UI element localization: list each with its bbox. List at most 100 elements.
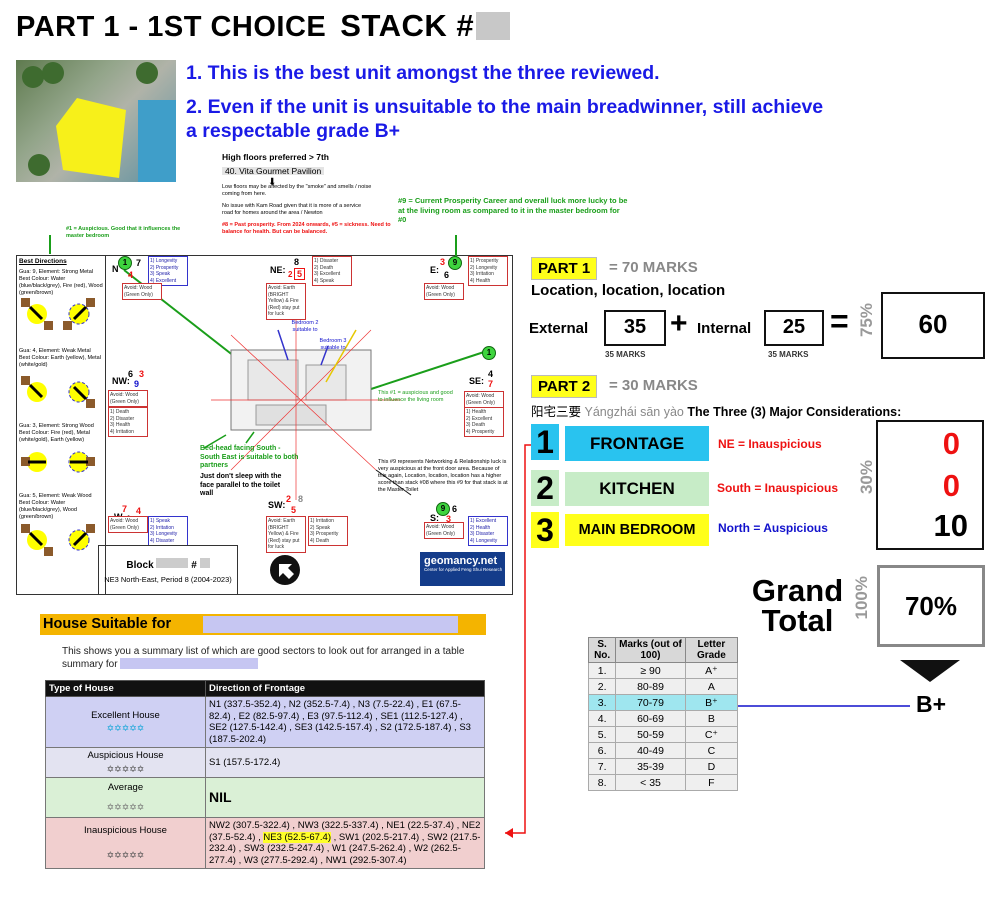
best-direction-2: Gua: 4, Element: Weak Metal Best Colour:… bbox=[19, 348, 101, 368]
column-header: Marks (out of 100) bbox=[615, 637, 686, 663]
part2-percent: 30% bbox=[857, 460, 876, 495]
sector-n-c: 4 bbox=[128, 270, 134, 280]
summary-point-2: 2. Even if the unit is unsuitable to the… bbox=[186, 96, 824, 142]
sector-sw-label: SW: bbox=[268, 500, 286, 510]
grade-cell: 35-39 bbox=[615, 758, 686, 775]
bedroom-score: 10 bbox=[933, 508, 968, 543]
sector-ne-label: NE: bbox=[270, 265, 286, 275]
grade-cell: 70-79 bbox=[615, 694, 686, 711]
grade-cell: B⁺ bbox=[684, 694, 739, 711]
chair-orientation-icon bbox=[68, 451, 95, 473]
table-row: Inauspicious House✡✡✡✡✡ NW2 (307.5-322.4… bbox=[45, 817, 485, 869]
star-rating-icon: ✡✡✡✡✡ bbox=[106, 763, 145, 774]
sector-ne-c: 2 bbox=[288, 270, 293, 279]
sector-ne-a: 8 bbox=[294, 257, 300, 267]
sector-nw-c: 9 bbox=[134, 379, 140, 389]
factor-main-bedroom: MAIN BEDROOM bbox=[565, 514, 709, 546]
sector-s-star: 9 bbox=[436, 502, 450, 516]
grade-cell: 80-89 bbox=[615, 678, 686, 695]
factor-1-number: 1 bbox=[531, 424, 559, 460]
grade-cell: C⁺ bbox=[684, 726, 739, 743]
best-directions-panel: Best Directions Gua: 9, Element: Strong … bbox=[16, 255, 106, 595]
grade-cell: 8. bbox=[587, 774, 617, 791]
bedhead-note: Bed-head facing South - South East is su… bbox=[200, 445, 299, 469]
se-note: This #1 = auspicious and good to influen… bbox=[378, 390, 453, 403]
grade-cell: F bbox=[684, 774, 739, 791]
equals-sign: = bbox=[830, 303, 849, 339]
title-text: PART 1 - 1ST CHOICE bbox=[16, 11, 327, 43]
north-arrow-icon bbox=[270, 555, 300, 585]
low-floors-note: Low floors may be affected by the "smoke… bbox=[222, 184, 372, 197]
sector-w-b: 4 bbox=[136, 506, 142, 516]
sleep-note: Just don't sleep with the face parallel … bbox=[200, 473, 282, 497]
sector-n-star: 1 bbox=[118, 256, 132, 270]
sector-nw-b: 3 bbox=[139, 369, 145, 379]
chair-orientation-icon bbox=[21, 298, 53, 330]
grade-cell: 60-69 bbox=[615, 710, 686, 727]
frontage-score: 0 bbox=[942, 426, 960, 461]
grand-total: 70% bbox=[877, 565, 985, 647]
sector-sw-c: 5 bbox=[291, 505, 297, 515]
star-rating-icon: ✡✡✡✡✡ bbox=[106, 723, 145, 733]
grade-cell: 2. bbox=[587, 678, 617, 695]
column-header: S. No. bbox=[587, 637, 617, 663]
sector-se-star: 1 bbox=[482, 346, 496, 360]
high-floors-note: High floors preferred > 7th bbox=[222, 152, 329, 162]
sector-e-label: E: bbox=[430, 265, 439, 275]
three-considerations-heading: 阳宅三要 Yángzhái sān yào The Three (3) Majo… bbox=[531, 405, 902, 419]
sector-sw-avoid: Avoid: Earth (BRIGHT Yellow) & Fire (Red… bbox=[266, 516, 306, 553]
column-header: Direction of Frontage bbox=[205, 680, 485, 697]
sector-e-a: 3 bbox=[440, 257, 446, 267]
chair-orientation-icon bbox=[21, 376, 47, 402]
star-rating-icon: ✡✡✡✡✡ bbox=[106, 850, 145, 860]
sector-se-c: 7 bbox=[488, 379, 494, 389]
grade-cell: C bbox=[684, 742, 739, 759]
sector-ne-avoid: Avoid: Earth (BRIGHT Yellow) & Fire (Red… bbox=[266, 283, 306, 320]
table-row: Average✡✡✡✡✡ NIL bbox=[45, 777, 485, 818]
house-suitable-header: House Suitable for bbox=[40, 614, 486, 635]
table-row: Excellent House✡✡✡✡✡ N1 (337.5-352.4) , … bbox=[45, 696, 485, 748]
sector-ne-b: 5 bbox=[294, 268, 306, 280]
grade-cell: 5. bbox=[587, 726, 617, 743]
down-triangle-icon bbox=[900, 660, 960, 682]
sector-e-avoid: Avoid: Wood (Green Only) bbox=[424, 283, 464, 300]
grade-cell: 4. bbox=[587, 710, 617, 727]
best-direction-1: Gua: 9, Element: Strong Metal Best Colou… bbox=[19, 269, 103, 296]
factor-2-number: 2 bbox=[531, 470, 559, 506]
grade-cell: A bbox=[684, 678, 739, 695]
grade-cell: ≥ 90 bbox=[615, 662, 686, 679]
grade-cell: B bbox=[684, 710, 739, 727]
factor-3-number: 3 bbox=[531, 512, 559, 548]
bedroom2-note: Bedroom 2 suitable to bbox=[291, 320, 319, 333]
internal-marks: 35 MARKS bbox=[768, 350, 809, 359]
part2-scores: 0 0 10 bbox=[876, 420, 984, 550]
networking-note: This #9 represents Networking & Relation… bbox=[378, 459, 508, 493]
sector-se-avoid: Avoid: Wood (Green Only) bbox=[464, 391, 504, 408]
block-sub: NE3 North-East, Period 8 (2004-2023) bbox=[104, 575, 232, 584]
plan-lines bbox=[49, 235, 485, 500]
sector-n-label: N bbox=[112, 264, 119, 274]
grade-cell: 7. bbox=[587, 758, 617, 775]
sector-se-label: SE: bbox=[469, 376, 485, 386]
bedroom-note: North = Auspicious bbox=[718, 521, 828, 535]
internal-score: 25 bbox=[764, 310, 824, 346]
sector-s-label: S: bbox=[430, 513, 439, 523]
bedroom3-note: Bedroom 3 suitable to bbox=[319, 338, 347, 351]
best-direction-4: Gua: 5, Element: Weak Wood Best Colour: … bbox=[19, 493, 92, 520]
part2-marks: = 30 MARKS bbox=[609, 377, 698, 394]
grade-cell: D bbox=[684, 758, 739, 775]
plan-frame bbox=[16, 255, 513, 595]
geomancy-logo: geomancy.net Center for Applied Feng Shu… bbox=[420, 552, 505, 586]
chair-orientation-icon bbox=[68, 524, 95, 551]
grade-table: S. No. Marks (out of 100) Letter Grade 1… bbox=[587, 637, 739, 791]
